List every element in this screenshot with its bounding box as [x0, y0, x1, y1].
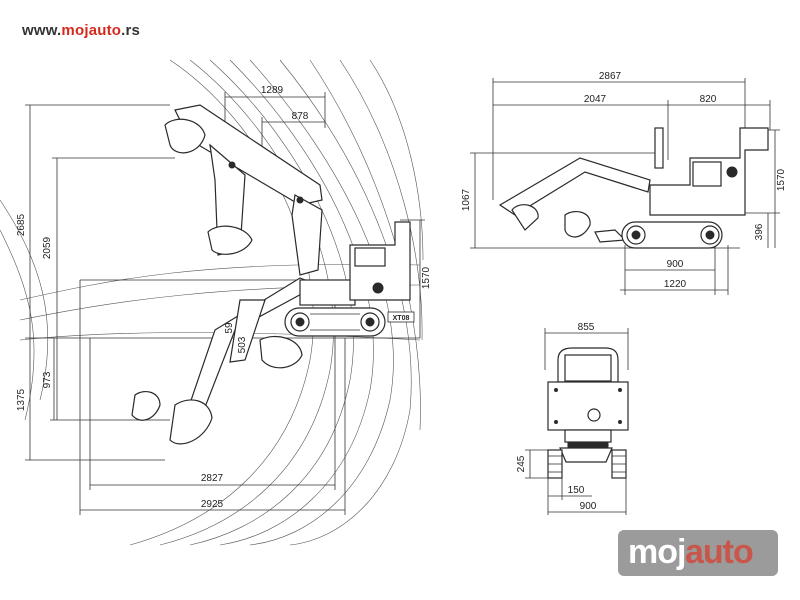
dim-ground-clearance: 396 [754, 223, 765, 240]
dim-width-top: 855 [578, 322, 595, 333]
site-url-brand: mojauto [61, 22, 122, 39]
dim-front-length: 2047 [584, 94, 607, 105]
dim-dump-height: 2059 [42, 236, 53, 259]
dim-max-height: 2685 [16, 213, 27, 236]
site-url-suffix: .rs [121, 22, 141, 39]
dim-track-width: 150 [568, 485, 585, 496]
dim-reach-ground: 2827 [201, 473, 224, 484]
side-view-small: 2867 2047 820 1067 1570 396 900 1220 [461, 71, 787, 295]
dim-boom-offset-2: 503 [237, 336, 248, 353]
dim-reach-max: 2925 [201, 499, 224, 510]
front-view: 855 245 150 900 [516, 322, 629, 515]
model-plate: XT08 [393, 315, 410, 322]
dim-rear-length: 820 [700, 94, 717, 105]
side-view: 1289 878 2685 2059 1570 973 1375 59 503 … [16, 85, 432, 515]
site-url[interactable]: www.mojauto.rs [22, 22, 140, 39]
dim-top-reach-2: 878 [292, 111, 309, 122]
site-url-prefix: www. [22, 22, 62, 39]
dim-track-length: 1220 [664, 279, 687, 290]
dim-width-bottom: 900 [580, 501, 597, 512]
dim-track-height: 245 [516, 455, 527, 472]
dim-top-reach-1: 1289 [261, 85, 284, 96]
dim-track-contact: 900 [667, 259, 684, 270]
watermark-text-auto: auto [685, 533, 754, 571]
dim-machine-height: 1570 [421, 266, 432, 289]
watermark-text-moj: moj [628, 533, 686, 571]
dim-dig-depth-max: 1375 [16, 388, 27, 411]
dim-overall-length: 2867 [599, 71, 622, 82]
dim-dig-depth-vertical: 973 [42, 371, 53, 388]
background-contour-lines [0, 59, 424, 546]
dim-left-height: 1067 [461, 188, 472, 211]
dim-boom-offset-1: 59 [224, 322, 235, 334]
dim-height: 1570 [776, 168, 787, 191]
mojauto-watermark-logo: moj auto [618, 530, 778, 576]
